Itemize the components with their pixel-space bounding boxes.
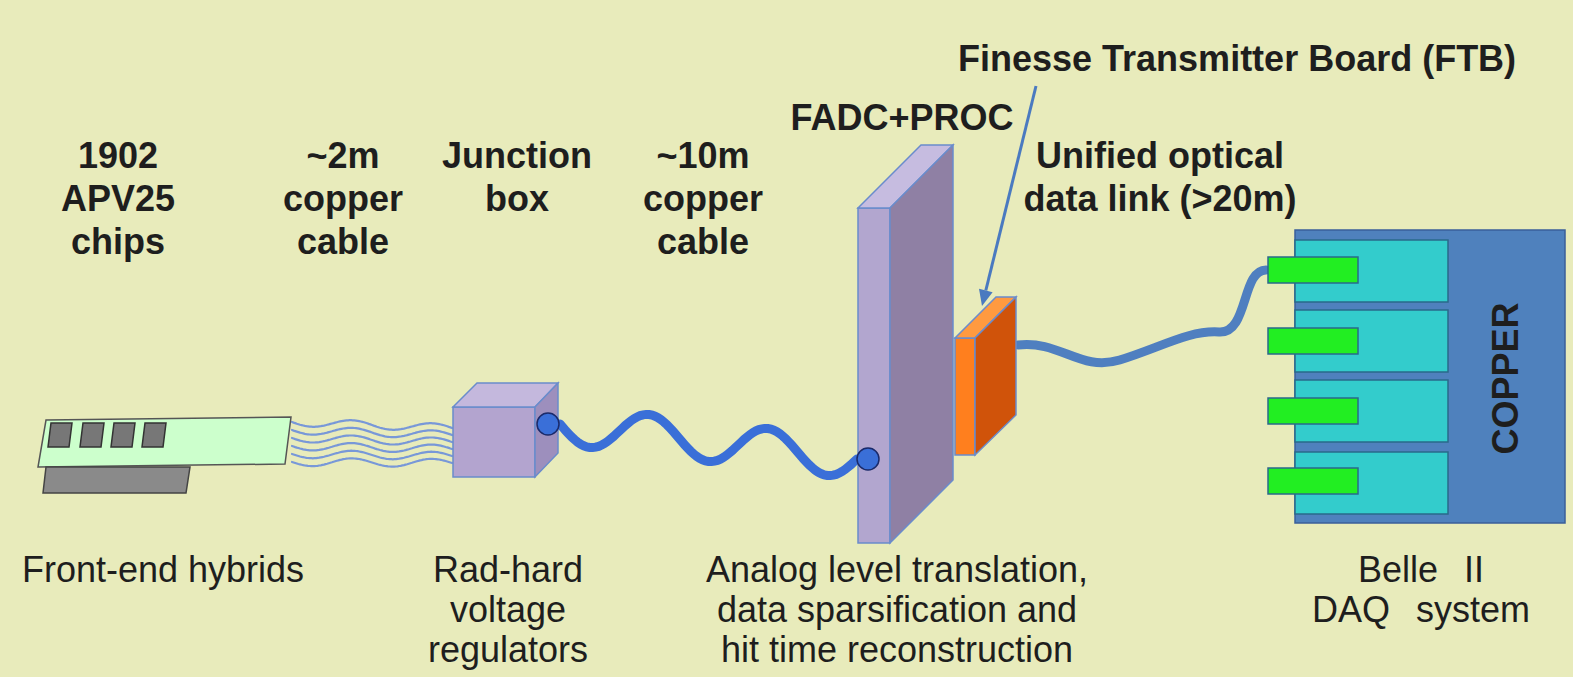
caption-text: Front-end hybrids — [22, 550, 304, 590]
node-outline — [857, 144, 955, 545]
cable-label: ~2m copper cable — [268, 134, 418, 263]
optical-connector — [1268, 398, 1358, 424]
box-front — [453, 407, 535, 477]
copper-wire — [292, 443, 452, 452]
callout-heading: Finesse Transmitter Board (FTB) — [958, 37, 1516, 80]
copper-wire — [292, 420, 452, 430]
apv25-chip — [48, 423, 72, 447]
copper-crate: COPPERBelle II DAQ system — [1266, 230, 1565, 523]
column-heading: Junction box — [427, 134, 607, 220]
cable-connector — [857, 448, 879, 470]
node-outline — [954, 296, 1018, 457]
cable-connector — [1018, 270, 1266, 363]
ftb-front — [955, 338, 975, 455]
apv25-chip — [142, 423, 166, 447]
node-outline — [452, 382, 560, 479]
optical-connector — [1268, 257, 1358, 283]
copper-wire — [292, 428, 452, 437]
cable-label: Unified optical data link (>20m) — [1010, 134, 1310, 220]
column-heading: 1902 APV25 chips — [43, 134, 193, 263]
cable-label: ~10m copper cable — [623, 134, 783, 263]
copper-wire — [292, 458, 452, 466]
apv25-chip — [111, 423, 135, 447]
cable-connector — [537, 413, 559, 435]
box-side — [535, 383, 558, 477]
copper-cable — [560, 414, 857, 475]
caption-text: Rad-hard voltage regulators — [423, 550, 593, 670]
hybrid-board: 1902 APV25 chipsFront-end hybrids — [36, 414, 292, 496]
board-front — [858, 208, 890, 543]
ftb-side — [975, 297, 1016, 455]
optical-connector — [1268, 468, 1358, 494]
optical-connector — [1268, 328, 1358, 354]
cable-connector — [560, 414, 857, 475]
cable-connector — [292, 420, 452, 466]
fadc-board: FADC+PROCAnalog level translation, data … — [857, 144, 955, 545]
node-outline — [36, 414, 292, 496]
ftb-board: Finesse Transmitter Board (FTB) — [954, 296, 1018, 457]
hybrid-base — [43, 467, 190, 493]
optical-cable — [1018, 270, 1266, 363]
apv25-chip — [80, 423, 104, 447]
caption-text: Belle II DAQ system — [1309, 550, 1533, 630]
copper-wire — [292, 436, 452, 445]
junction-box: Junction boxRad-hard voltage regulators — [452, 382, 560, 479]
hybrid-pcb — [38, 417, 291, 467]
board-side — [890, 145, 953, 543]
crate-name: COPPER — [1483, 302, 1526, 454]
column-heading: FADC+PROC — [790, 96, 1013, 139]
caption-text: Analog level translation, data sparsific… — [700, 550, 1095, 670]
